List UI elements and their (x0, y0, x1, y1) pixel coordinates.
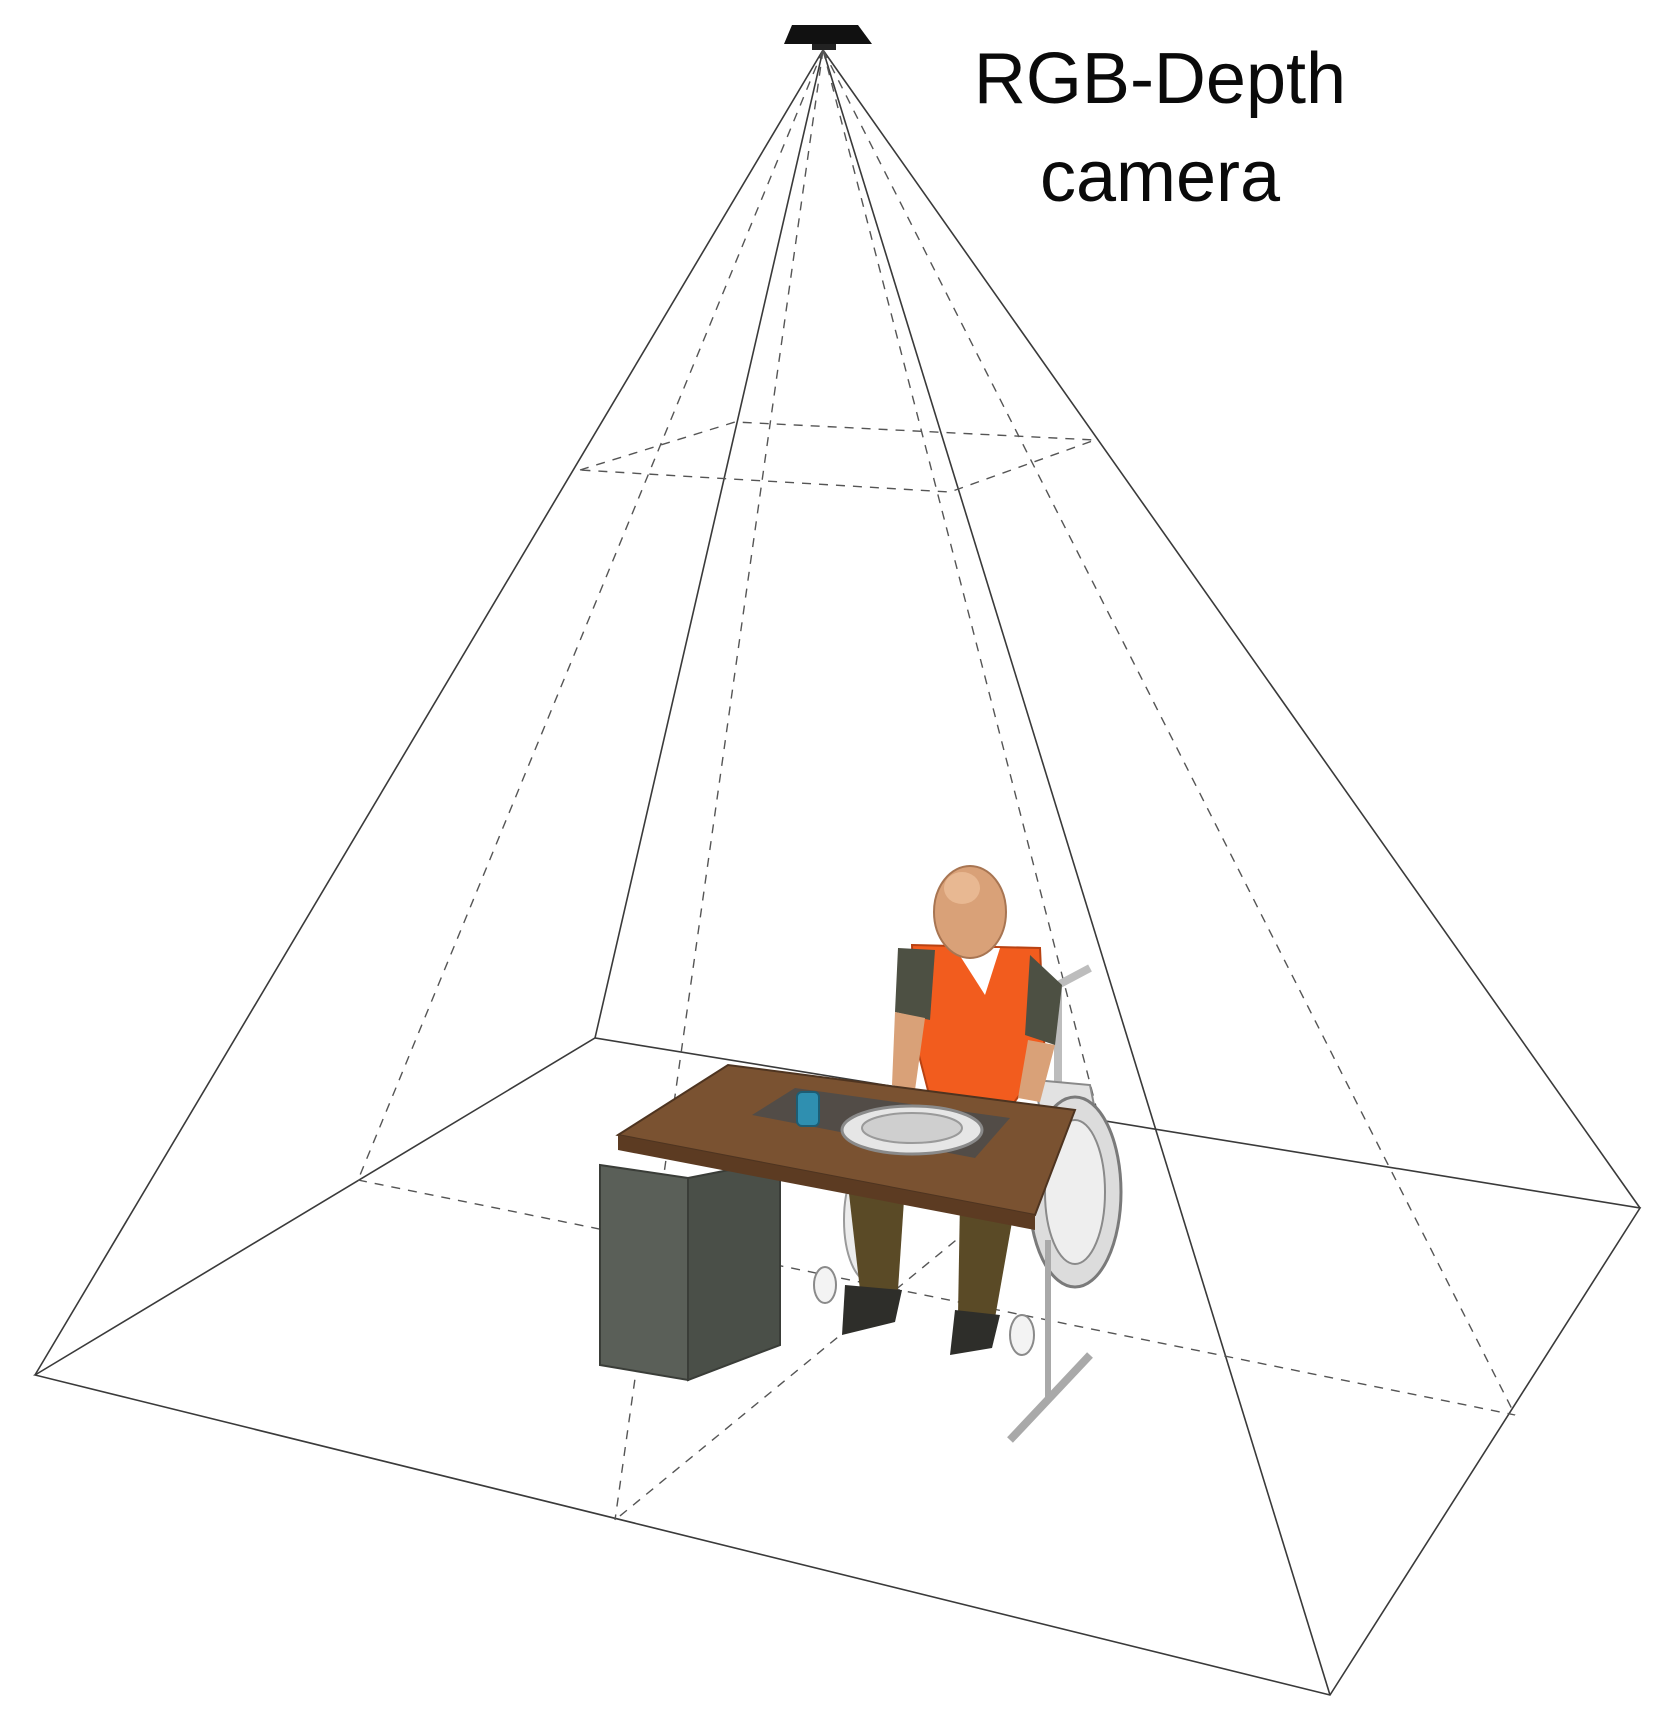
frustum-solid-edges (32, 49, 1642, 1696)
camera-label-line2: camera (1039, 137, 1281, 217)
dashed-mid-section (579, 421, 1096, 493)
apex-edge-front-right (822, 49, 1331, 1696)
desk-illustration (599, 1063, 1077, 1382)
apex-edge-back-left (594, 49, 824, 1039)
dashed-ray-left (357, 49, 824, 1181)
dashed-ray-back (822, 49, 1101, 1123)
camera-label: RGB-Depth camera (920, 30, 1400, 226)
dashed-ray-right (822, 49, 1516, 1416)
dashed-floor-axis-1 (357, 1179, 1516, 1416)
seated-person-illustration (842, 865, 1062, 1355)
apex-edge-back-right (822, 49, 1641, 1209)
camera-label-line1: RGB-Depth (973, 39, 1347, 119)
apex-edge-front-left (34, 49, 824, 1376)
rgb-depth-camera-icon (784, 25, 872, 50)
